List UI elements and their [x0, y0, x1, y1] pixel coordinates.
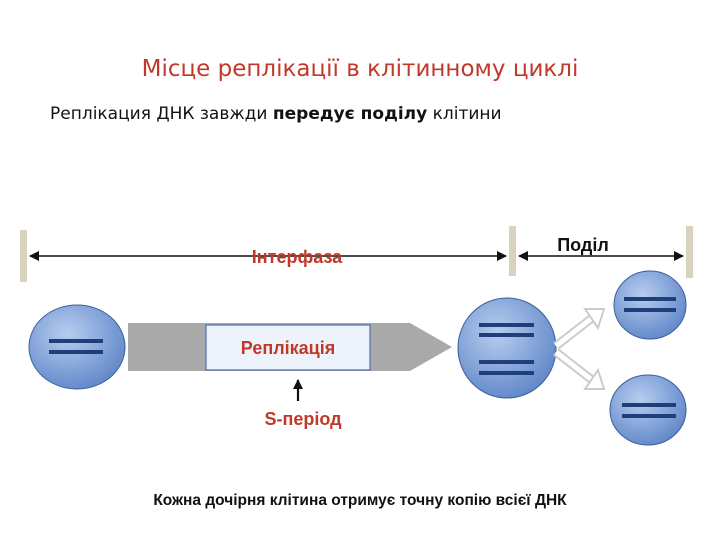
- chromosome: [624, 297, 676, 301]
- chromosome: [49, 350, 103, 354]
- chromosome: [49, 339, 103, 343]
- subtitle: Реплікация ДНК завжди передує поділу клі…: [50, 104, 502, 124]
- chromosome: [479, 333, 534, 337]
- subtitle-text-bold: передує поділу: [272, 104, 428, 124]
- chromosome: [624, 308, 676, 312]
- page-title: Місце реплікації в клітинному циклі: [141, 56, 579, 82]
- daughter-cell-top: [613, 270, 687, 340]
- chromosome: [622, 414, 676, 418]
- division-fork-arrows: [553, 308, 606, 390]
- footer-caption: Кожна дочірня клітина отримує точну копі…: [153, 492, 567, 509]
- chromosome: [622, 403, 676, 407]
- chromosome: [479, 371, 534, 375]
- daughter-cell-bottom: [609, 374, 687, 446]
- division-label: Поділ: [557, 235, 609, 255]
- timeline-marker-start: [20, 230, 27, 282]
- s-period-label: S-період: [264, 409, 342, 429]
- cell-after-replication: [457, 297, 557, 399]
- chromosome: [479, 360, 534, 364]
- interphase-label: Інтерфаза: [252, 247, 343, 267]
- timeline-marker-end: [686, 226, 693, 278]
- subtitle-text-start: Реплікация ДНК завжди: [50, 104, 273, 124]
- chromosome: [479, 323, 534, 327]
- cell-before-replication: [28, 304, 126, 390]
- replication-box: [205, 324, 371, 371]
- timeline-marker-middle: [509, 226, 516, 276]
- replication-label: Реплікація: [241, 338, 335, 358]
- subtitle-text-end: клітини: [427, 104, 502, 124]
